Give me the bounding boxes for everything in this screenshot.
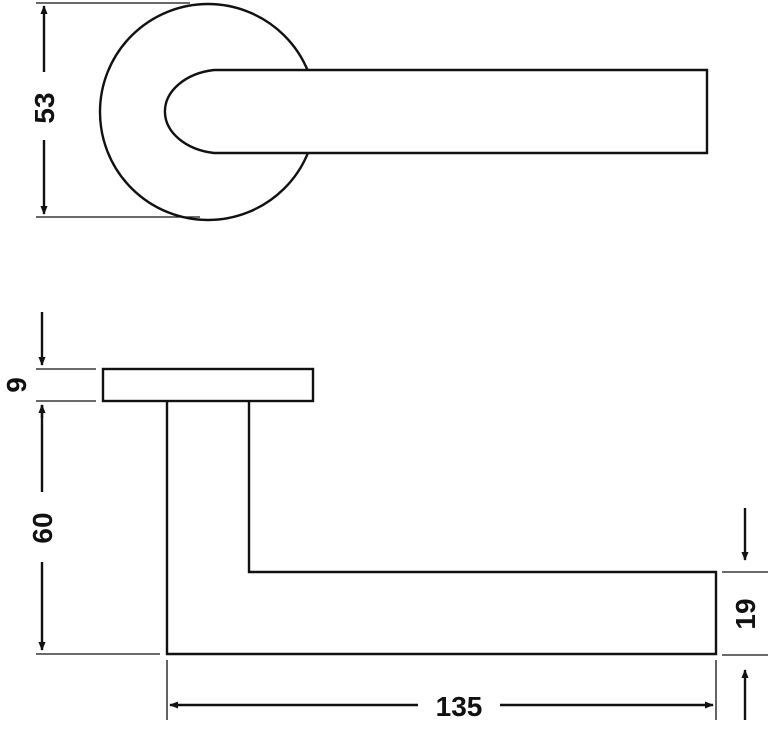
rose-diameter-label: 53 xyxy=(29,92,60,123)
dimension-rose-thickness xyxy=(36,312,96,418)
dimension-lever-length xyxy=(166,660,717,720)
lever-outline-side-view xyxy=(165,402,718,656)
lever-thickness-label: 19 xyxy=(730,598,761,629)
rose-thickness-label: 9 xyxy=(1,377,32,393)
dimension-lever-thickness xyxy=(722,508,768,720)
handle-projection-label: 60 xyxy=(27,512,58,543)
rose-plate-side-view xyxy=(101,367,315,403)
dimension-handle-projection xyxy=(36,404,160,655)
lever-length-label: 135 xyxy=(436,691,483,722)
lever-outline-top-view xyxy=(163,68,709,155)
dimension-rose-diameter xyxy=(36,2,200,218)
